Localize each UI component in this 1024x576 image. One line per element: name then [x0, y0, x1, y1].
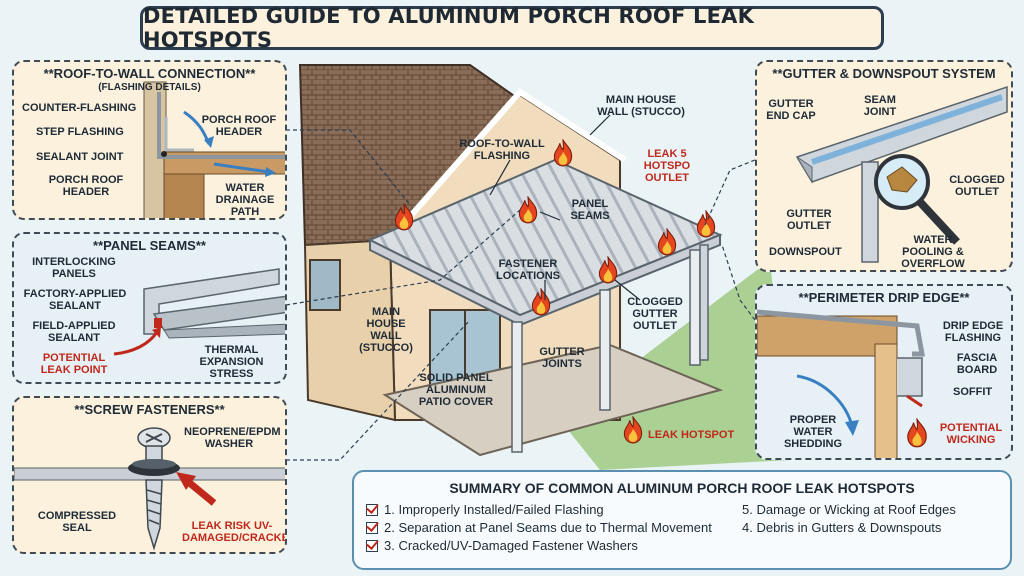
label-fastener-locations: FASTENER LOCATIONS [496, 258, 560, 282]
panel-fasteners: **SCREW FASTENERS** NEOPRENE/EPDM WASHER… [12, 396, 287, 554]
summary-item: 4. Debris in Gutters & Downspouts [742, 520, 942, 535]
post-front [511, 321, 523, 453]
checkbox-icon [366, 539, 378, 552]
label-leak-hotspot-outlet: LEAK 5 HOTSPO OUTLET [643, 148, 691, 184]
house-window [309, 259, 341, 311]
panel-drip-edge-heading: **PERIMETER DRIP EDGE** [798, 290, 970, 305]
panel-gutter-heading: **GUTTER & DOWNSPOUT SYSTEM [772, 66, 996, 81]
page-title: DETAILED GUIDE TO ALUMINUM PORCH ROOF LE… [143, 4, 755, 52]
label-washer: NEOPRENE/EPDM WASHER [184, 426, 281, 450]
panel-seams: **PANEL SEAMS** INTERLOCKING PANELS FACT… [12, 232, 287, 384]
panel-roof-to-wall-heading: **ROOF-TO-WALL CONNECTION** [43, 66, 256, 81]
summary-item: 1. Improperly Installed/Failed Flashing [366, 502, 604, 517]
label-porch-header-right: PORCH ROOF HEADER [201, 114, 277, 138]
label-patio-cover: SOLID PANEL ALUMINUM PATIO COVER [418, 372, 494, 408]
label-roof-to-wall-flashing: ROOF-TO-WALL FLASHING [459, 138, 545, 162]
summary-item: 2. Separation at Panel Seams due to Ther… [366, 520, 712, 535]
panel-roof-to-wall: **ROOF-TO-WALL CONNECTION** (FLASHING DE… [12, 60, 287, 220]
label-legend-hotspot: LEAK HOTSPOT [648, 429, 735, 441]
label-step-flashing: STEP FLASHING [36, 126, 124, 138]
label-counter-flashing: COUNTER-FLASHING [22, 102, 137, 114]
house-scene [298, 64, 790, 470]
label-compressed-seal: COMPRESSED SEAL [37, 510, 117, 534]
label-main-wall-left: MAIN HOUSE WALL (STUCCO) [359, 306, 413, 354]
drip-edge-diagram [757, 309, 927, 458]
label-proper-shedding: PROPER WATER SHEDDING [783, 414, 843, 450]
post-right [689, 249, 701, 366]
panel-drip-edge: **PERIMETER DRIP EDGE** DRIP EDGE FLASHI… [755, 284, 1013, 460]
flame-icon [907, 418, 927, 448]
label-porch-header-left: PORCH ROOF HEADER [48, 174, 124, 198]
label-water-drainage: WATER DRAINAGE PATH [215, 182, 275, 218]
label-fascia: FASCIA BOARD [956, 352, 998, 376]
seam-detail-diagram [113, 268, 285, 356]
label-interlocking: INTERLOCKING PANELS [32, 256, 116, 280]
label-gutter-outlet: GUTTER OUTLET [786, 208, 832, 232]
label-panel-seams: PANEL SEAMS [570, 198, 610, 222]
label-downspout: DOWNSPOUT [769, 246, 842, 258]
panel-gutter: **GUTTER & DOWNSPOUT SYSTEM GUTTER END C… [755, 60, 1013, 272]
label-water-pooling: WATER POOLING & OVERFLOW [901, 234, 965, 270]
screw-diagram [14, 427, 285, 551]
panel-seams-heading: **PANEL SEAMS** [93, 238, 206, 253]
panel-fasteners-heading: **SCREW FASTENERS** [74, 402, 225, 417]
label-factory-sealant: FACTORY-APPLIED SEALANT [23, 288, 127, 312]
summary-item: 3. Cracked/UV-Damaged Fastener Washers [366, 538, 638, 553]
label-end-cap: GUTTER END CAP [766, 98, 816, 122]
label-soffit: SOFFIT [953, 386, 993, 398]
label-seam-joint: SEAM JOINT [863, 94, 897, 118]
downspout-scene [699, 244, 709, 361]
summary-box: SUMMARY OF COMMON ALUMINUM PORCH ROOF LE… [352, 470, 1012, 570]
label-potential-leak: POTENTIAL LEAK POINT [40, 352, 108, 376]
label-field-sealant: FIELD-APPLIED SEALANT [32, 320, 116, 344]
label-drip-flashing: DRIP EDGE FLASHING [942, 320, 1004, 344]
label-sealant-joint: SEALANT JOINT [36, 151, 124, 163]
flashing-detail-diagram [143, 81, 285, 218]
checkbox-icon [366, 503, 378, 516]
label-potential-wicking: POTENTIAL WICKING [939, 422, 1003, 446]
panel-roof-to-wall-subheading: (FLASHING DETAILS) [98, 82, 201, 93]
gable-trim [382, 88, 627, 247]
label-clogged-gutter-outlet: CLOGGED GUTTER OUTLET [627, 296, 683, 332]
label-gutter-joints: GUTTER JOINTS [539, 346, 585, 370]
gutter-diagram [795, 85, 1008, 263]
post-middle [599, 289, 611, 411]
label-leak-risk: LEAK RISK UV-DAMAGED/CRACKED [182, 520, 287, 544]
label-clogged-outlet: CLOGGED OUTLET [949, 174, 1005, 198]
label-main-wall-top: MAIN HOUSE WALL (STUCCO) [597, 94, 685, 118]
summary-item: 5. Damage or Wicking at Roof Edges [742, 502, 956, 517]
checkbox-icon [366, 521, 378, 534]
title-banner: DETAILED GUIDE TO ALUMINUM PORCH ROOF LE… [140, 4, 884, 52]
label-thermal-stress: THERMAL EXPANSION STRESS [199, 344, 264, 380]
summary-heading: SUMMARY OF COMMON ALUMINUM PORCH ROOF LE… [449, 480, 915, 496]
patio-slab [382, 343, 724, 457]
